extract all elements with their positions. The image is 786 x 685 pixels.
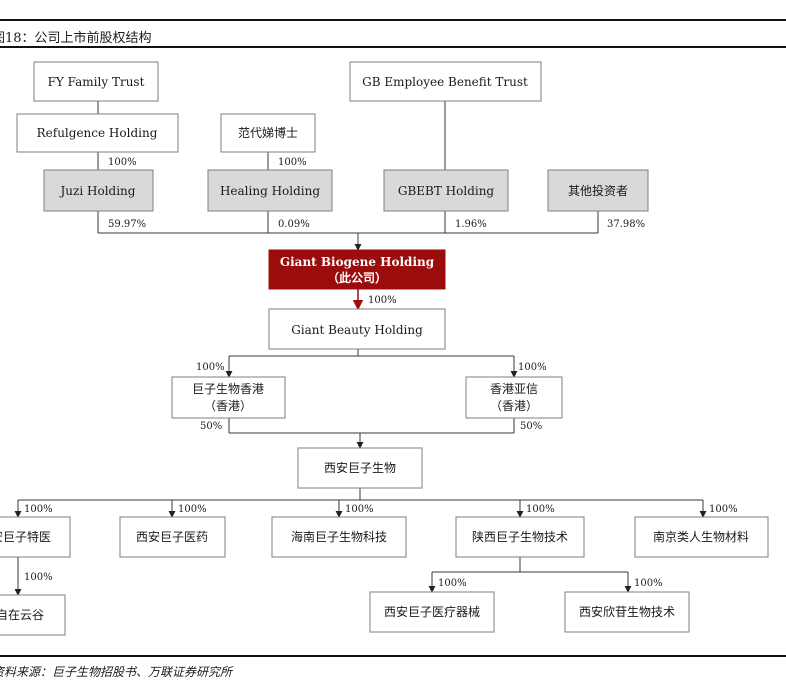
pct-xian-yiyao: 100% (178, 504, 207, 515)
hk-yaxin-label: 香港亚信 (490, 382, 538, 396)
fy-trust-box (33, 61, 159, 102)
pct-beauty-hk-yaxin: 100% (518, 362, 547, 373)
pct-xian-teyi: 100% (24, 504, 53, 515)
giant-biogene-box (268, 249, 446, 290)
gbebt-holding-label: GBEBT Holding (398, 184, 495, 198)
top-rule (0, 19, 786, 21)
pct-hk-juzi-xian: 50% (200, 421, 222, 432)
hk-yaxin-box (465, 376, 563, 419)
pct-xian-nanjing: 100% (709, 504, 738, 515)
healing-holding-label: Healing Holding (220, 184, 320, 198)
xinxin-box (564, 591, 690, 633)
fan-box (220, 113, 316, 153)
hainan-juzi-label: 海南巨子生物科技 (291, 529, 387, 544)
hk-juzi-box (171, 376, 286, 419)
hk-juzi-label: 巨子生物香港 (192, 382, 264, 396)
pct-xian-shaanxi: 100% (526, 504, 555, 515)
pct-hk-yaxin-xian: 50% (520, 421, 542, 432)
fy-trust-label: FY Family Trust (48, 75, 145, 89)
juzi-holding-label: Juzi Holding (59, 184, 136, 198)
caption-rule (0, 46, 786, 48)
xinxin-label: 西安欣苷生物技术 (579, 604, 675, 619)
xian-juzi-label: 西安巨子生物 (324, 460, 396, 475)
hainan-juzi-box (271, 516, 407, 558)
gb-trust-label: GB Employee Benefit Trust (362, 75, 528, 89)
hk-juzi-sublabel: （香港） (204, 399, 252, 413)
refulgence-label: Refulgence Holding (37, 126, 158, 140)
giant-biogene-label: Giant Biogene Holding (280, 255, 435, 269)
juzi-teyi-box (0, 516, 71, 558)
pct-fan-healing: 100% (278, 157, 307, 168)
zizai-label: 西安自在云谷 (0, 607, 44, 622)
yiliao-box (369, 591, 495, 633)
figure-caption: 图18：公司上市前股权结构 (0, 31, 152, 46)
pct-giant-beauty: 100% (368, 295, 397, 306)
refulgence-box (16, 113, 179, 153)
ownership-structure-diagram: FY Family Trust GB Employee Benefit Trus… (0, 61, 769, 636)
pct-shaanxi-yiliao: 100% (438, 578, 467, 589)
pct-xian-hainan: 100% (345, 504, 374, 515)
pct-others: 37.98% (607, 219, 645, 230)
source-note: 资料来源：巨子生物招股书、万联证券研究所 (0, 665, 233, 679)
fan-label: 范代娣博士 (238, 125, 298, 140)
pct-healing: 0.09% (278, 219, 310, 230)
nanjing-box (634, 516, 769, 558)
giant-beauty-box (268, 308, 446, 350)
giant-biogene-sublabel: （此公司） (327, 270, 387, 285)
pct-gbebt: 1.96% (455, 219, 487, 230)
healing-holding-box (207, 169, 333, 212)
xian-juzi-box (297, 447, 423, 489)
giant-beauty-label: Giant Beauty Holding (291, 323, 423, 337)
yiliao-label: 西安巨子医疗器械 (384, 604, 480, 619)
juzi-teyi-label: 西安巨子特医 (0, 529, 51, 544)
others-label: 其他投资者 (568, 183, 628, 198)
gb-trust-box (349, 61, 542, 102)
shaanxi-juzi-label: 陕西巨子生物技术 (472, 529, 568, 544)
entity-boxes (0, 61, 769, 636)
juzi-yiyao-box (119, 516, 226, 558)
nanjing-label: 南京类人生物材料 (653, 529, 749, 544)
others-box (547, 169, 649, 212)
gbebt-holding-box (383, 169, 509, 212)
pct-refulgence-juzi: 100% (108, 157, 137, 168)
shaanxi-juzi-box (455, 516, 585, 558)
juzi-holding-box (43, 169, 154, 212)
pct-beauty-hk-juzi: 100% (196, 362, 225, 373)
connector-lines (14, 101, 707, 596)
zizai-box (0, 594, 66, 636)
hk-yaxin-sublabel: （香港） (490, 399, 538, 413)
pct-shaanxi-xinxin: 100% (634, 578, 663, 589)
pct-teyi-zizai: 100% (24, 572, 53, 583)
bottom-rule (0, 655, 786, 657)
juzi-yiyao-label: 西安巨子医药 (136, 529, 208, 544)
pct-juzi: 59.97% (108, 219, 146, 230)
